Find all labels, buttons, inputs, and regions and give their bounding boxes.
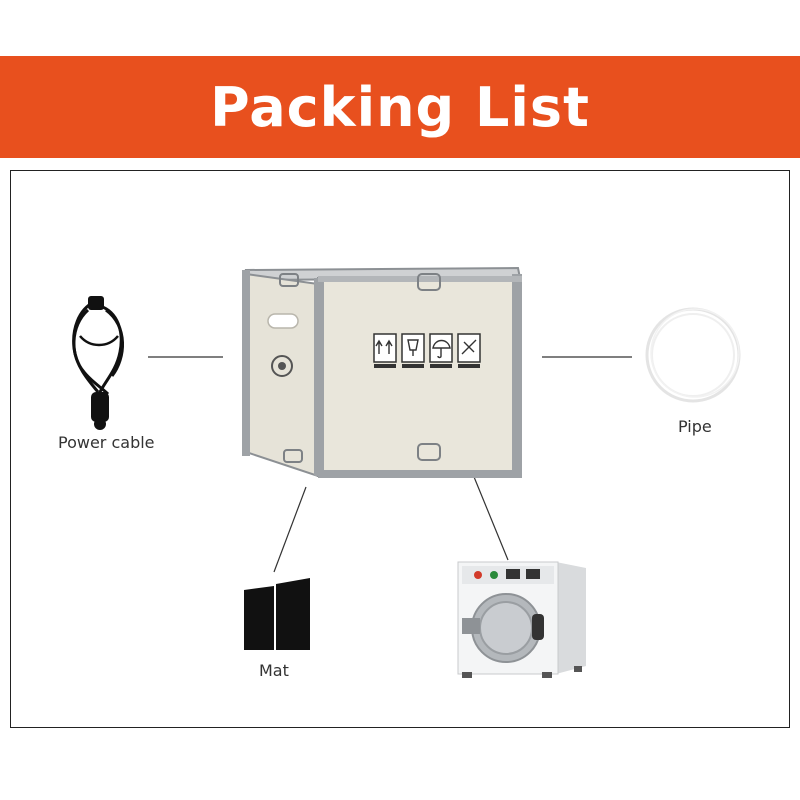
laminator-machine-image [457, 561, 586, 678]
mat-item [242, 576, 314, 652]
power-cable-label: Power cable [58, 433, 155, 452]
machine-item [456, 558, 590, 680]
header-banner: Packing List [0, 56, 800, 158]
pipe-icon [645, 307, 741, 403]
page-title: Packing List [210, 75, 590, 139]
connector-mat [273, 486, 307, 573]
pipe-item [638, 300, 748, 410]
content-frame [10, 170, 790, 728]
pipe-label: Pipe [678, 417, 712, 436]
wooden-crate [238, 262, 524, 486]
mat-label: Mat [259, 661, 289, 680]
crate-image [242, 266, 522, 478]
power-cable-icon [72, 296, 124, 430]
mat-icon [244, 578, 310, 650]
power-cable-item [58, 296, 148, 436]
connector-machine [471, 471, 509, 561]
